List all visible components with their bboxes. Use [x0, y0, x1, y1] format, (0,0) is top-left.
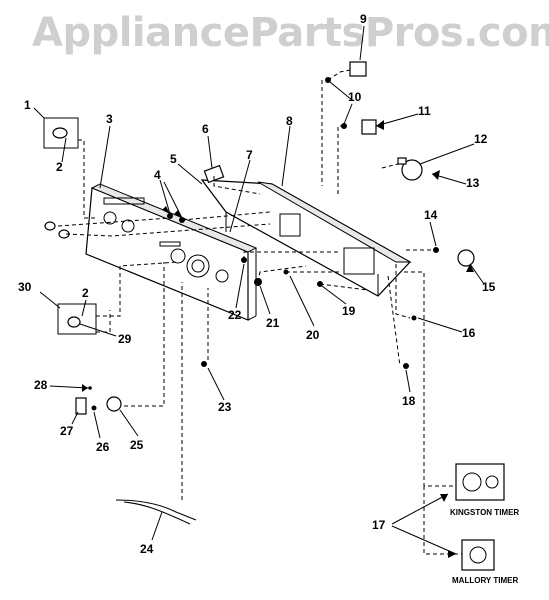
callout-17: 17 [372, 518, 386, 532]
part-28 [88, 386, 92, 390]
callout-13: 13 [466, 176, 480, 190]
callout-23: 23 [218, 400, 232, 414]
callout-27: 27 [60, 424, 74, 438]
callout-26: 26 [96, 440, 110, 454]
callout-2: 2 [56, 160, 63, 174]
screw-part-23 [201, 361, 207, 367]
knob-part-15 [457, 249, 475, 267]
switch-part-6 [203, 164, 225, 184]
arrowheads [82, 120, 474, 558]
callout-21: 21 [266, 316, 280, 330]
part-26 [91, 405, 97, 411]
mallory-timer-label: MALLORY TIMER [452, 576, 519, 585]
backsplash-part [200, 179, 412, 297]
switch-part-12-tab [397, 157, 407, 165]
callout-5: 5 [170, 152, 177, 166]
callout-24: 24 [140, 542, 154, 556]
screw-part-14 [433, 247, 439, 253]
kingston-timer-label: KINGSTON TIMER [450, 508, 520, 517]
callout-16: 16 [462, 326, 476, 340]
part-1-box [43, 117, 79, 149]
screw-part-18 [403, 363, 409, 369]
callout-6: 6 [202, 122, 209, 136]
part-1-clip [52, 127, 68, 139]
knob-part-9 [349, 61, 367, 77]
callout-18: 18 [402, 394, 416, 408]
kingston-timer-part [455, 463, 505, 501]
callout-9: 9 [360, 12, 367, 26]
callout-20: 20 [306, 328, 320, 342]
wire-harness-24 [115, 499, 197, 521]
part-25 [106, 396, 122, 412]
screw-4a [167, 213, 173, 219]
callout-1: 1 [24, 98, 31, 112]
callout-14: 14 [424, 208, 438, 222]
callout-2b: 2 [82, 286, 89, 300]
knob-part-11 [361, 119, 377, 135]
callout-25: 25 [130, 438, 144, 452]
part-30-clip [67, 316, 81, 328]
callout-8: 8 [286, 114, 293, 128]
callout-7: 7 [246, 148, 253, 162]
part-30-box [57, 303, 97, 335]
switch-part-12 [401, 159, 423, 181]
callout-12: 12 [474, 132, 488, 146]
screw-part-16 [411, 315, 417, 321]
callout-19: 19 [342, 304, 356, 318]
left-clip-a [44, 221, 56, 231]
part-27 [75, 397, 87, 415]
control-panel-part [85, 183, 258, 321]
callout-30: 30 [18, 280, 32, 294]
callout-10: 10 [348, 90, 362, 104]
callout-28: 28 [34, 378, 48, 392]
callout-3: 3 [106, 112, 113, 126]
watermark: AppliancePartsPros.com [32, 10, 549, 56]
callout-4: 4 [154, 168, 161, 182]
callout-11: 11 [418, 104, 431, 118]
guide-lines [57, 69, 462, 555]
callout-29: 29 [118, 332, 132, 346]
mallory-timer-part [461, 539, 495, 571]
leader-lines [33, 25, 485, 555]
callout-15: 15 [482, 280, 496, 294]
callout-22: 22 [228, 308, 242, 322]
